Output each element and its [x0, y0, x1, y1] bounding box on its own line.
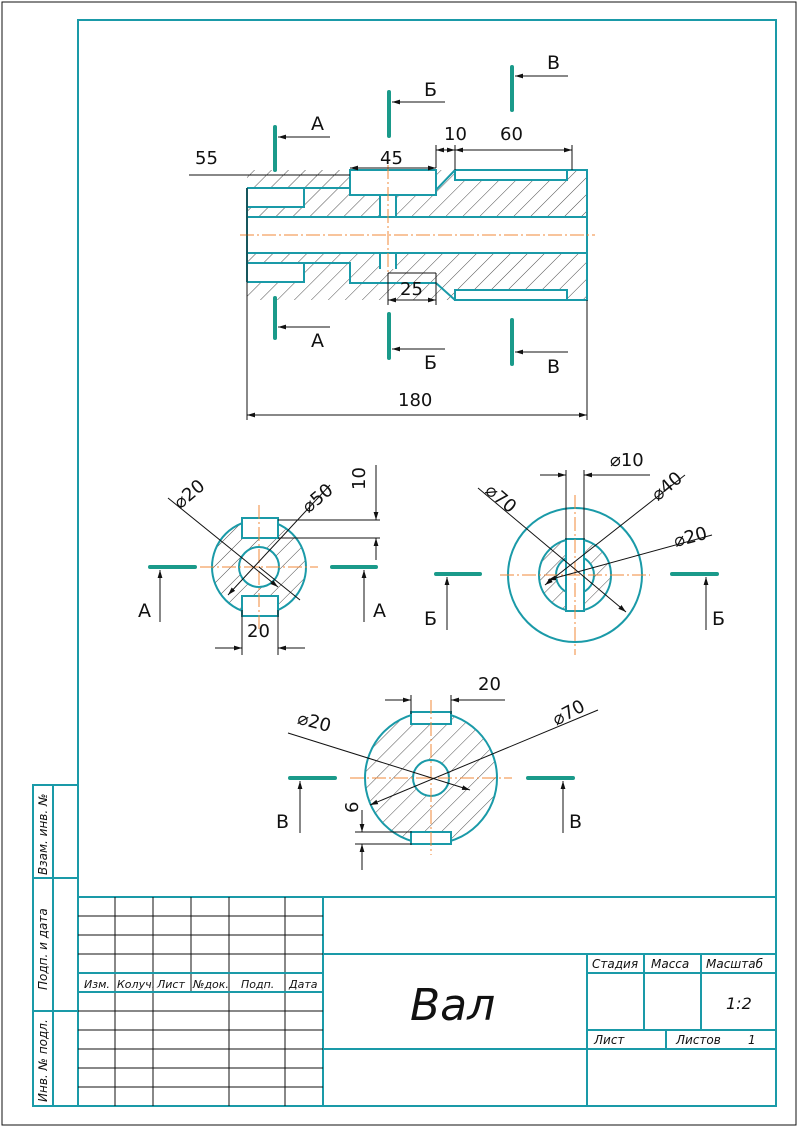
dim-180: 180 [398, 390, 432, 411]
shaft-main-view: 55 45 10 60 25 180 А А Б Б В В [189, 52, 595, 420]
dim-a-d50: ⌀50 [298, 480, 337, 518]
header-list: Лист [156, 978, 185, 991]
dim-a-10: 10 [349, 467, 370, 490]
svg-text:А: А [373, 600, 386, 622]
section-b: ⌀70 ⌀10 ⌀40 ⌀20 Б Б [424, 450, 725, 655]
header-izm: Изм. [84, 978, 110, 991]
sheets-value: 1 [748, 1033, 756, 1047]
header-podp: Подп. [241, 978, 274, 991]
stage-label: Стадия [592, 957, 638, 971]
svg-text:В: В [547, 52, 560, 74]
dim-a-d20: ⌀20 [170, 476, 209, 514]
svg-text:А: А [138, 600, 151, 622]
mass-label: Масса [651, 957, 689, 971]
svg-text:В: В [547, 356, 560, 378]
header-koluch: Колуч. [117, 978, 155, 991]
header-data: Дата [288, 978, 318, 991]
dim-60: 60 [500, 124, 523, 145]
part-name: Вал [410, 980, 495, 1031]
dim-55: 55 [195, 148, 218, 169]
svg-text:Б: Б [424, 352, 437, 374]
side-label-sign-date: Подп. и дата [36, 908, 50, 990]
scale-value: 1:2 [726, 994, 752, 1013]
svg-text:Б: Б [424, 608, 437, 630]
dim-45: 45 [380, 148, 403, 169]
sheets-label: Листов [675, 1033, 721, 1047]
side-label-replace: Взам. инв. № [36, 794, 50, 875]
svg-text:А: А [311, 113, 324, 135]
dim-v-20: 20 [478, 674, 501, 695]
svg-text:В: В [276, 811, 289, 833]
svg-text:А: А [311, 330, 324, 352]
scale-label: Масштаб [706, 957, 764, 971]
side-strip: Взам. инв. № Подп. и дата Инв. № подл. [32, 784, 79, 1107]
svg-text:Б: Б [424, 79, 437, 101]
svg-text:Б: Б [712, 608, 725, 630]
svg-text:В: В [569, 811, 582, 833]
dim-b-d20: ⌀20 [672, 523, 710, 552]
dim-v-d20: ⌀20 [295, 708, 333, 737]
dim-b-d10: ⌀10 [610, 450, 644, 471]
dim-b-d70: ⌀70 [481, 480, 520, 518]
sheet-label: Лист [593, 1033, 625, 1047]
dim-v-d70: ⌀70 [549, 696, 589, 730]
title-block: Изм. Колуч. Лист №док. Подп. Дата Вал Ст… [77, 896, 777, 1107]
section-v: 20 ⌀20 ⌀70 6 В В [276, 674, 599, 870]
header-ndok: №док. [192, 978, 229, 991]
dim-a-20: 20 [247, 621, 270, 642]
dim-10: 10 [444, 124, 467, 145]
dim-25: 25 [400, 279, 423, 300]
dim-v-6: 6 [342, 802, 363, 813]
section-a: ⌀20 ⌀50 10 20 А А [138, 465, 386, 655]
side-label-inv-no: Инв. № подл. [36, 1019, 50, 1102]
